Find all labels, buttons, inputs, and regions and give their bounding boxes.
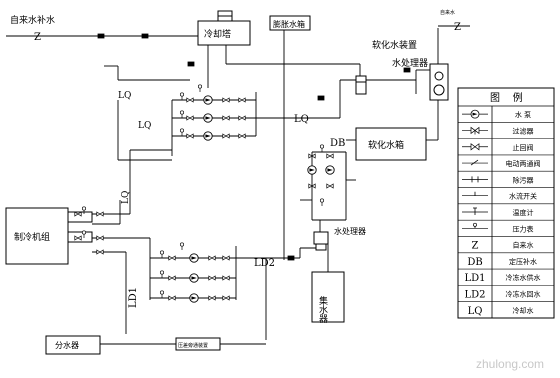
legend-item-label: 冷却水 xyxy=(513,306,534,315)
legend-item-label: 水流开关 xyxy=(509,192,537,201)
legend-item-label: 压力表 xyxy=(513,224,534,233)
diagram-labels: 自来水补水 Z 冷却塔 膨胀水箱 软化水装置 水处理器 Z 自来水 LQ LQ … xyxy=(10,9,461,350)
ld-pump-bank xyxy=(159,242,230,303)
water-treater-mid-label: 水处理器 xyxy=(334,226,366,236)
expansion-tank-box xyxy=(269,15,311,31)
legend-item-label: 定压补水 xyxy=(509,257,537,266)
legend-item-label: 温度计 xyxy=(513,208,534,217)
fittings xyxy=(74,33,411,261)
db-label: DB xyxy=(330,138,345,149)
legend-title: 图 例 xyxy=(490,91,523,104)
flow-switch-symbol xyxy=(462,191,488,197)
tap-water-makeup-label: 自来水补水 xyxy=(10,14,55,26)
code-z-symbol: Z xyxy=(472,241,479,252)
legend-item-label: 冷冻水供水 xyxy=(506,273,541,282)
z-top-right-small-label: 自来水 xyxy=(440,9,455,16)
legend-item-label: 电动两通阀 xyxy=(506,159,541,168)
distributor-label: 分水器 xyxy=(55,340,79,350)
pressure-gauge-symbol xyxy=(462,222,488,229)
legend-code: LQ xyxy=(468,306,483,317)
thermometer-symbol xyxy=(462,207,488,215)
z-top-left-label: Z xyxy=(34,32,41,43)
legend-item-label: 过滤器 xyxy=(513,126,534,135)
legend-item-label: 冷冻水回水 xyxy=(506,290,541,299)
legend-item-label: 水 泵 xyxy=(515,110,531,119)
lq-pump-bank xyxy=(179,84,246,141)
code-db-symbol: DB xyxy=(467,257,482,268)
distributor-box xyxy=(45,335,101,355)
lq-mid-label: LQ xyxy=(294,114,309,125)
code-lq-symbol: LQ xyxy=(468,306,483,317)
legend-item-label: 除污器 xyxy=(513,175,534,184)
legend-item-label: 止回阀 xyxy=(513,143,534,152)
pipe-network xyxy=(6,24,470,345)
legend-item-label: 自来水 xyxy=(513,241,534,250)
dirt-separator-symbol xyxy=(462,176,488,183)
collector-label: 集水器 xyxy=(317,295,328,323)
pump-symbol xyxy=(462,109,488,119)
ld1-label: LD1 xyxy=(128,287,139,308)
softener-device-label: 软化水装置 xyxy=(372,39,417,51)
equipment xyxy=(5,10,449,355)
collector-box xyxy=(311,271,345,323)
water-treater-top-label: 水处理器 xyxy=(392,57,428,69)
watermark: zhulong.com xyxy=(476,357,544,371)
legend-code: Z xyxy=(472,241,479,252)
code-ld2-symbol: LD2 xyxy=(464,290,485,301)
pressure-bypass-label: 压差旁通装置 xyxy=(178,342,208,349)
legend-code: DB xyxy=(467,257,482,268)
cooling-tower-box xyxy=(197,20,251,46)
lq-vertical-label: LQ xyxy=(121,191,131,204)
check-valve-symbol xyxy=(462,143,488,151)
legend-code: LD1 xyxy=(464,273,485,284)
code-ld1-symbol: LD1 xyxy=(464,273,485,284)
lq-left-label: LQ xyxy=(138,121,151,131)
z-top-right-label: Z xyxy=(454,22,461,33)
pressure-bypass-box xyxy=(175,337,221,351)
chiller-label: 制冷机组 xyxy=(14,231,50,243)
filter-symbol xyxy=(462,126,488,135)
motorized-valve-symbol xyxy=(462,159,488,166)
ld2-label: LD2 xyxy=(254,258,275,269)
legend-frame xyxy=(457,87,555,319)
legend-code: LD2 xyxy=(464,290,485,301)
chiller-box xyxy=(5,207,69,265)
cooling-tower-label: 冷却塔 xyxy=(204,28,231,40)
softened-tank-box xyxy=(355,127,427,161)
expansion-tank-label: 膨胀水箱 xyxy=(273,19,305,29)
lq-upper-label: LQ xyxy=(118,91,131,101)
softened-tank-label: 软化水箱 xyxy=(368,139,404,151)
